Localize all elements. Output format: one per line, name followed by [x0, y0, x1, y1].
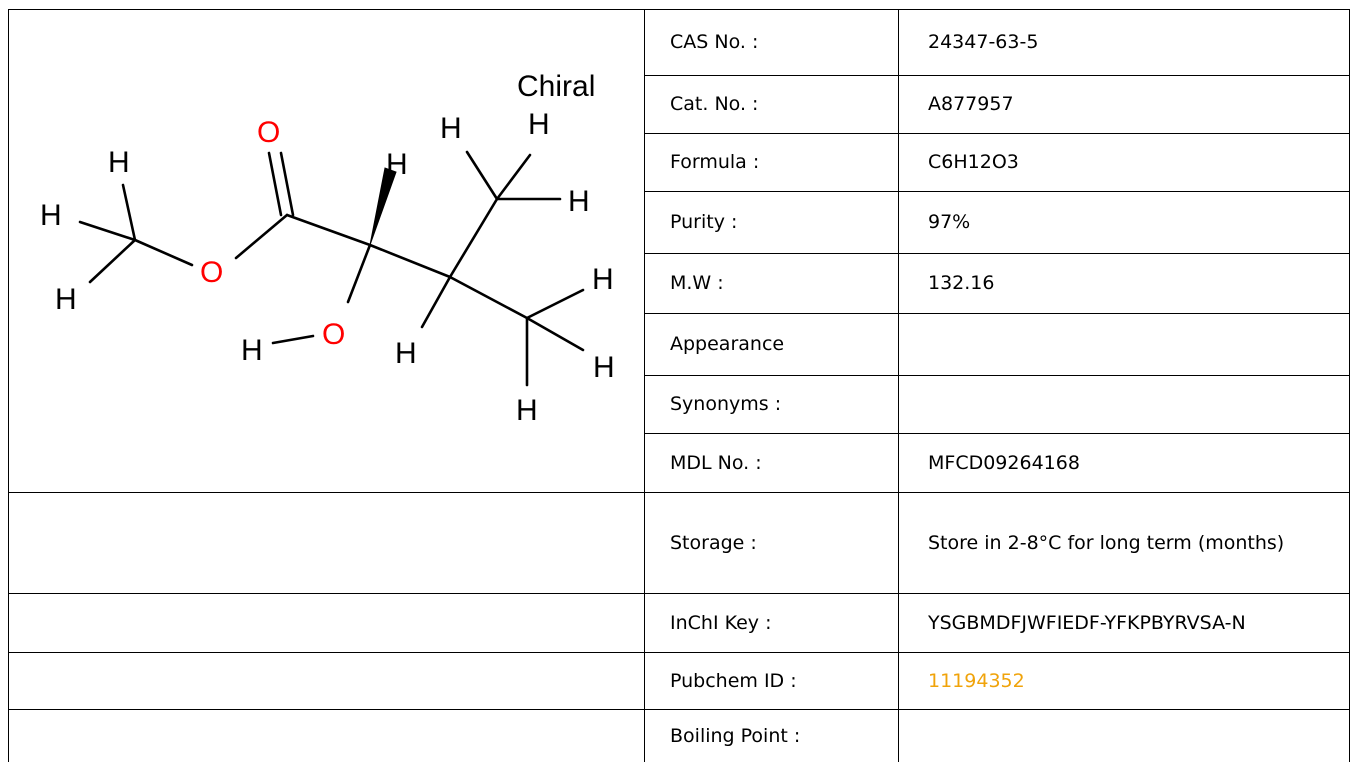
- atom-label-h: H: [440, 112, 462, 145]
- atom-label-h: H: [386, 148, 408, 181]
- storage-label: Storage :: [670, 531, 757, 554]
- atom-label-h: H: [40, 199, 62, 232]
- boiling-point-label: Boiling Point :: [670, 724, 801, 747]
- row-divider: [644, 375, 1350, 376]
- formula-label: Formula :: [670, 151, 760, 173]
- atom-label-h: H: [568, 185, 590, 218]
- atom-label-h: H: [593, 351, 615, 384]
- atom-label-h: H: [516, 394, 538, 427]
- table-border-top: [8, 9, 1350, 10]
- mw-value: 132.16: [928, 272, 995, 294]
- row-divider: [644, 191, 1350, 192]
- mdl-value: MFCD09264168: [928, 451, 1080, 474]
- chiral-label: Chiral: [517, 70, 595, 103]
- cat-value: A877957: [928, 93, 1014, 115]
- table-border-left: [8, 9, 9, 762]
- cas-value: 24347-63-5: [928, 31, 1039, 53]
- atom-label-h: H: [395, 337, 417, 370]
- synonyms-value: [928, 376, 1343, 433]
- column-divider-image: [644, 9, 645, 762]
- atom-label-h: H: [55, 283, 77, 316]
- chemical-structure-diagram: Chiral O O O H H H H H H H H H H H H: [40, 70, 615, 427]
- inchi-key-value: YSGBMDFJWFIEDF-YFKPBYRVSA-N: [928, 611, 1246, 634]
- pubchem-id-label: Pubchem ID :: [670, 669, 797, 692]
- pubchem-id-link[interactable]: 11194352: [928, 669, 1025, 692]
- atom-label-ester-o: O: [200, 256, 223, 289]
- row-divider: [8, 709, 1350, 710]
- atom-label-hydroxyl-o: O: [322, 318, 345, 351]
- row-divider: [644, 133, 1350, 134]
- mw-label: M.W :: [670, 272, 724, 294]
- row-divider: [644, 253, 1350, 254]
- mdl-label: MDL No. :: [670, 451, 762, 474]
- row-divider: [8, 492, 1350, 493]
- storage-value: Store in 2-8°C for long term (months): [928, 531, 1285, 554]
- purity-label: Purity :: [670, 211, 738, 233]
- atom-label-carbonyl-o: O: [257, 116, 280, 149]
- row-divider: [644, 75, 1350, 76]
- cas-label: CAS No. :: [670, 31, 759, 53]
- appearance-label: Appearance: [670, 333, 785, 355]
- row-divider: [644, 433, 1350, 434]
- row-divider: [644, 313, 1350, 314]
- column-divider-label: [898, 9, 899, 762]
- purity-value: 97%: [928, 211, 971, 233]
- formula-value: C6H12O3: [928, 151, 1019, 173]
- atom-label-h: H: [592, 263, 614, 296]
- inchi-key-label: InChI Key :: [670, 611, 772, 634]
- appearance-value: [928, 314, 1343, 375]
- atom-label-h: H: [528, 108, 550, 141]
- row-divider: [8, 652, 1350, 653]
- boiling-point-value: [928, 710, 1343, 762]
- synonyms-label: Synonyms :: [670, 393, 782, 415]
- atom-label-h: H: [241, 334, 263, 367]
- row-divider: [8, 593, 1350, 594]
- cat-label: Cat. No. :: [670, 93, 759, 115]
- atom-label-h: H: [108, 146, 130, 179]
